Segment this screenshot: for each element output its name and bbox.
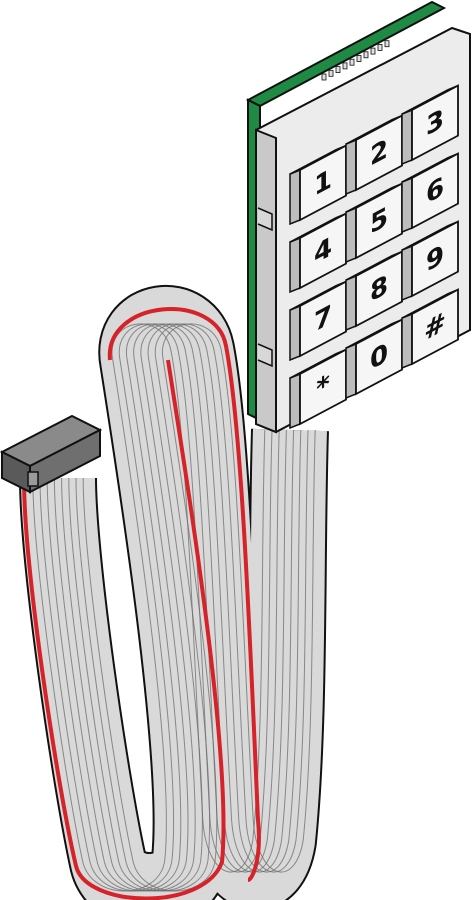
key-label: * bbox=[316, 367, 330, 405]
ribbon-cable bbox=[19, 285, 329, 900]
keypad-body-edge bbox=[255, 128, 277, 434]
key-side bbox=[289, 168, 301, 226]
key-face bbox=[355, 250, 403, 328]
key-face bbox=[299, 280, 347, 358]
key-face bbox=[299, 348, 347, 426]
key-face bbox=[411, 152, 459, 230]
connector-latch bbox=[27, 471, 39, 487]
key-label: 8 bbox=[370, 268, 388, 309]
key-2[interactable]: 2 bbox=[345, 114, 403, 196]
pcb-header-pin bbox=[356, 55, 362, 62]
ribbon-wire-line bbox=[68, 323, 302, 892]
key-side bbox=[345, 138, 357, 196]
pcb-header-pins bbox=[321, 40, 390, 81]
pcb-header-pin bbox=[342, 62, 348, 70]
key-label: # bbox=[424, 305, 446, 347]
key-label: 6 bbox=[426, 170, 444, 211]
membrane-keypad: 123 456 789 * 0 # bbox=[255, 26, 471, 434]
key-face bbox=[411, 288, 459, 366]
pcb-header-pin bbox=[377, 44, 383, 51]
keypad-notch-lower bbox=[257, 343, 273, 368]
key-label: 9 bbox=[426, 238, 444, 279]
key-face bbox=[355, 182, 403, 260]
key-7[interactable]: 7 bbox=[289, 280, 347, 362]
key-1[interactable]: 1 bbox=[289, 144, 347, 226]
key-face bbox=[299, 212, 347, 290]
keypad-notch-upper bbox=[257, 207, 273, 232]
pcb-header-pin bbox=[328, 69, 334, 77]
ribbon-wire-line bbox=[46, 323, 280, 892]
pcb-header-pin bbox=[363, 51, 369, 59]
key-3[interactable]: 3 bbox=[401, 84, 459, 166]
key-side bbox=[289, 372, 301, 430]
key-face bbox=[411, 84, 459, 162]
pcb-header-pin bbox=[384, 40, 390, 48]
key-side bbox=[401, 108, 413, 166]
key-label: 7 bbox=[314, 298, 332, 339]
key-side bbox=[401, 244, 413, 302]
key-8[interactable]: 8 bbox=[345, 250, 403, 332]
key-star[interactable]: * bbox=[289, 348, 347, 430]
ribbon-wire-line bbox=[75, 323, 309, 892]
key-face bbox=[299, 144, 347, 222]
ribbon-red-stripe bbox=[22, 359, 226, 900]
key-side bbox=[345, 274, 357, 332]
key-6[interactable]: 6 bbox=[401, 152, 459, 234]
keypad-keys: 123 456 789 * 0 # bbox=[289, 84, 459, 430]
key-label: 5 bbox=[370, 200, 388, 241]
key-label: 2 bbox=[370, 132, 388, 173]
key-side bbox=[401, 176, 413, 234]
key-label: 3 bbox=[426, 102, 444, 143]
pcb-header-pin bbox=[370, 47, 376, 55]
key-face bbox=[355, 318, 403, 396]
ribbon-red-stripe-upper bbox=[107, 307, 261, 882]
key-4[interactable]: 4 bbox=[289, 212, 347, 294]
ribbon-wire-lines bbox=[32, 323, 316, 892]
idc-ribbon-connector-icon bbox=[0, 414, 103, 494]
pcb-header-pin bbox=[335, 66, 341, 73]
ribbon-wire-line bbox=[32, 323, 266, 892]
ribbon-wire-line bbox=[53, 323, 287, 892]
key-label: 1 bbox=[314, 162, 332, 203]
pcb-header-pin bbox=[349, 58, 355, 66]
key-5[interactable]: 5 bbox=[345, 182, 403, 264]
key-side bbox=[289, 304, 301, 362]
key-side bbox=[345, 342, 357, 400]
key-hash[interactable]: # bbox=[401, 288, 459, 370]
pcb-header-pin bbox=[321, 73, 327, 81]
ribbon-wire-line bbox=[82, 323, 316, 892]
key-face bbox=[355, 114, 403, 192]
key-9[interactable]: 9 bbox=[401, 220, 459, 302]
key-side bbox=[345, 206, 357, 264]
key-side bbox=[289, 236, 301, 294]
key-label: 0 bbox=[370, 336, 388, 377]
key-label: 4 bbox=[314, 230, 332, 271]
key-face bbox=[411, 220, 459, 298]
ribbon-wire-line bbox=[61, 323, 295, 892]
key-side bbox=[401, 312, 413, 370]
